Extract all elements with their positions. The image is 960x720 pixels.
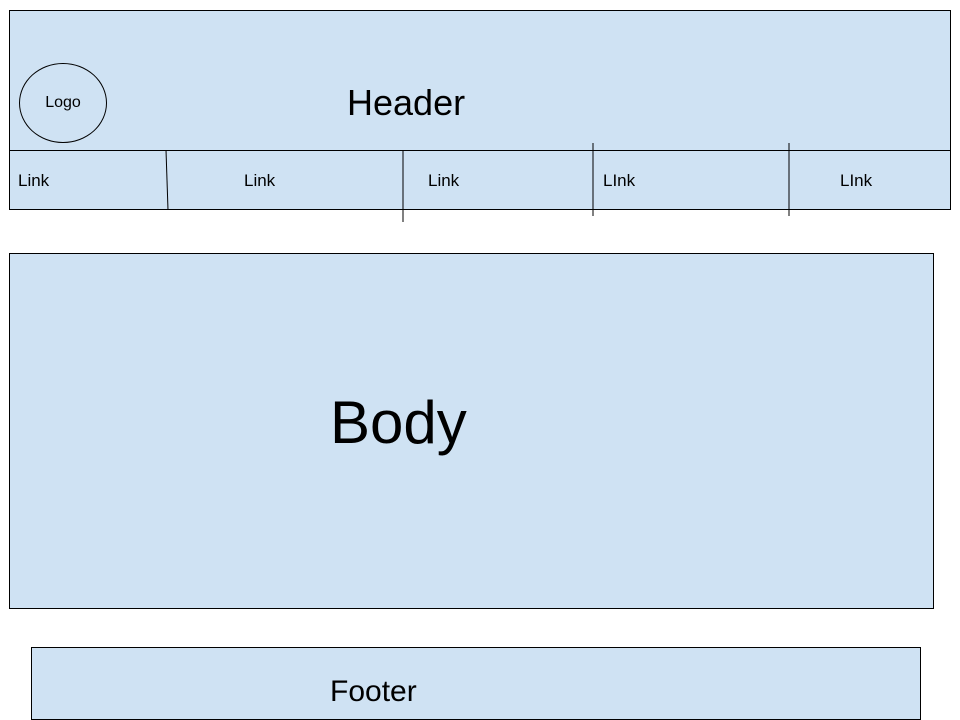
nav-link-5[interactable]: LInk [840,171,873,190]
nav-link-4[interactable]: LInk [603,171,636,190]
nav-link-2[interactable]: Link [244,171,276,190]
logo-label: Logo [45,94,81,111]
nav-bar [9,150,951,210]
header-box [9,10,951,151]
header-title: Header [347,82,466,123]
body-title: Body [330,389,467,456]
body-box [9,253,934,609]
footer-box [31,647,921,720]
nav-link-1[interactable]: Link [18,171,50,190]
logo-circle[interactable]: Logo [19,63,107,143]
footer-title: Footer [330,675,417,708]
nav-link-3[interactable]: Link [428,171,460,190]
